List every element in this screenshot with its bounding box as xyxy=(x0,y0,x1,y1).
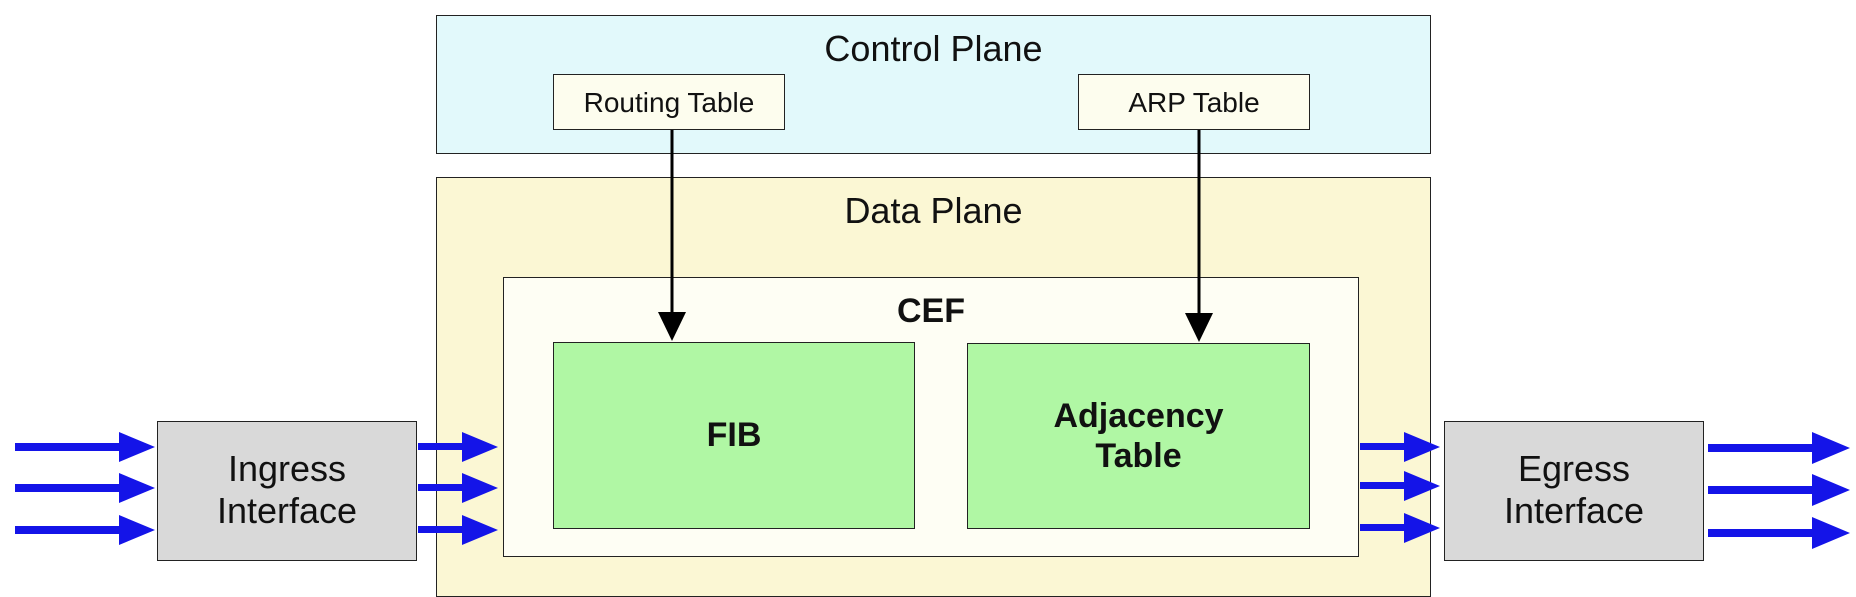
egress-interface-label-line2: Interface xyxy=(1503,490,1645,531)
data-plane-title: Data Plane xyxy=(844,190,1023,231)
control-plane-title: Control Plane xyxy=(824,28,1043,69)
egress-interface-label-line1: Egress xyxy=(1517,448,1631,489)
packet-arrow xyxy=(15,432,155,462)
egress-interface-box: Egress Interface xyxy=(1444,421,1704,561)
packet-arrow xyxy=(1708,432,1850,464)
egress-interface-label: Egress Interface xyxy=(1445,448,1703,532)
packet-arrow xyxy=(15,515,155,545)
fib-label: FIB xyxy=(706,416,762,454)
packet-arrows-out-of-egress xyxy=(1708,432,1850,549)
adjacency-table-box: Adjacency Table xyxy=(967,343,1310,529)
fib-box: FIB xyxy=(553,342,915,529)
adjacency-table-label-line2: Table xyxy=(1095,437,1182,475)
cef-title: CEF xyxy=(897,292,965,330)
arp-table-box: ARP Table xyxy=(1078,74,1310,130)
packet-arrow xyxy=(1708,474,1850,506)
routing-table-box: Routing Table xyxy=(553,74,785,130)
packet-arrows-into-ingress xyxy=(15,432,155,545)
adjacency-table-label-line1: Adjacency xyxy=(1053,397,1224,435)
ingress-interface-label: Ingress Interface xyxy=(158,448,416,532)
packet-arrow xyxy=(15,473,155,503)
packet-arrow xyxy=(1708,517,1850,549)
arp-table-label: ARP Table xyxy=(1128,87,1260,118)
ingress-interface-label-line2: Interface xyxy=(216,490,358,531)
ingress-interface-box: Ingress Interface xyxy=(157,421,417,561)
adjacency-table-label: Adjacency Table xyxy=(968,396,1309,476)
routing-table-label: Routing Table xyxy=(583,87,755,118)
ingress-interface-label-line1: Ingress xyxy=(227,448,347,489)
